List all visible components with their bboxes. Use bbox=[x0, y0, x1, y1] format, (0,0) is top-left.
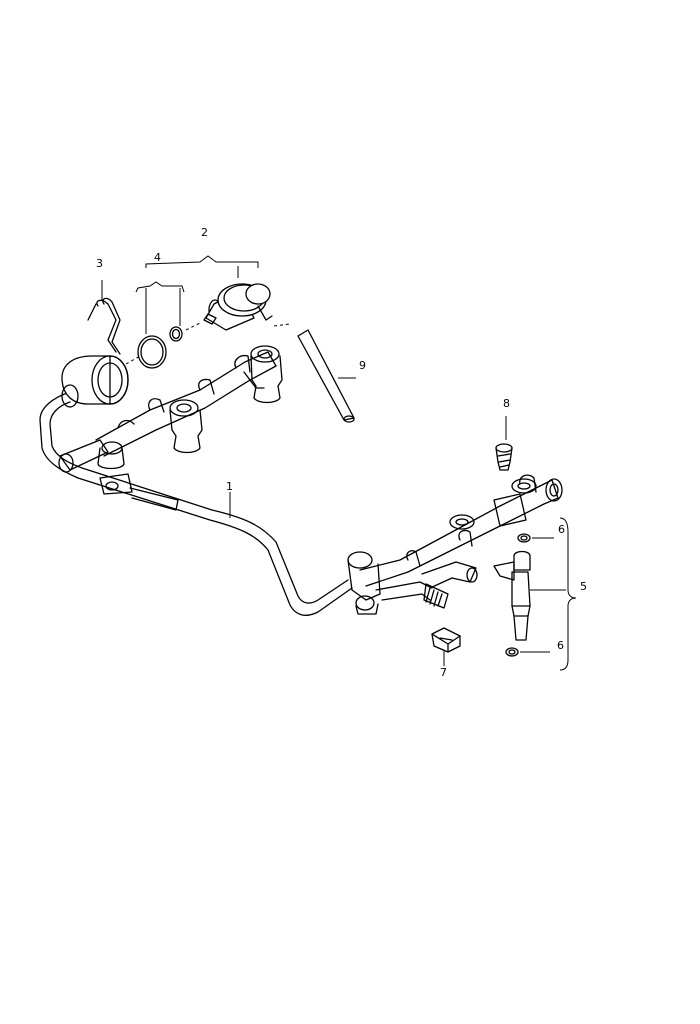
injector-cup-2 bbox=[169, 399, 199, 417]
rail-tube-left bbox=[95, 351, 277, 457]
left-mount-tab bbox=[99, 473, 133, 495]
seal-ring-upper bbox=[517, 533, 531, 543]
callout-3: 3 bbox=[96, 257, 103, 270]
threaded-fitting bbox=[423, 583, 449, 609]
injector-clip bbox=[431, 627, 461, 653]
injector-cup-6 bbox=[355, 595, 375, 611]
callout-5: 5 bbox=[580, 580, 587, 593]
mounting-screw bbox=[495, 443, 513, 471]
retaining-clip bbox=[87, 297, 121, 355]
leader-lines bbox=[101, 255, 577, 671]
callout-9: 9 bbox=[359, 359, 366, 372]
o-ring-small bbox=[169, 326, 183, 342]
left-pipe-flange bbox=[59, 439, 109, 471]
return-line-outer bbox=[39, 391, 353, 616]
callout-4: 4 bbox=[154, 251, 161, 264]
vacuum-hose bbox=[297, 329, 355, 423]
callout-6-upper: 6 bbox=[558, 523, 565, 536]
injector-cup-4 bbox=[511, 478, 537, 494]
return-pipe-stub bbox=[421, 561, 477, 589]
center-pipe-connector bbox=[347, 551, 373, 569]
left-pipe-end bbox=[58, 453, 74, 473]
o-ring-set bbox=[137, 326, 183, 369]
rail-tube-right bbox=[359, 479, 559, 587]
callout-7: 7 bbox=[440, 666, 447, 679]
return-line-inner bbox=[49, 401, 349, 604]
pressure-regulator bbox=[203, 283, 273, 331]
callout-6-lower: 6 bbox=[557, 639, 564, 652]
mount-bracket bbox=[493, 493, 527, 527]
seal-ring-lower bbox=[505, 647, 519, 657]
damper-canister-body bbox=[61, 355, 111, 405]
callout-1: 1 bbox=[226, 480, 233, 493]
injector-cup-3 bbox=[250, 345, 280, 363]
callout-2: 2 bbox=[201, 226, 208, 239]
fuel-injector bbox=[493, 533, 531, 657]
callout-8: 8 bbox=[503, 397, 510, 410]
injector-cup-5 bbox=[449, 514, 475, 530]
fuel-rail-assembly bbox=[39, 345, 563, 616]
o-ring-large bbox=[137, 335, 167, 369]
